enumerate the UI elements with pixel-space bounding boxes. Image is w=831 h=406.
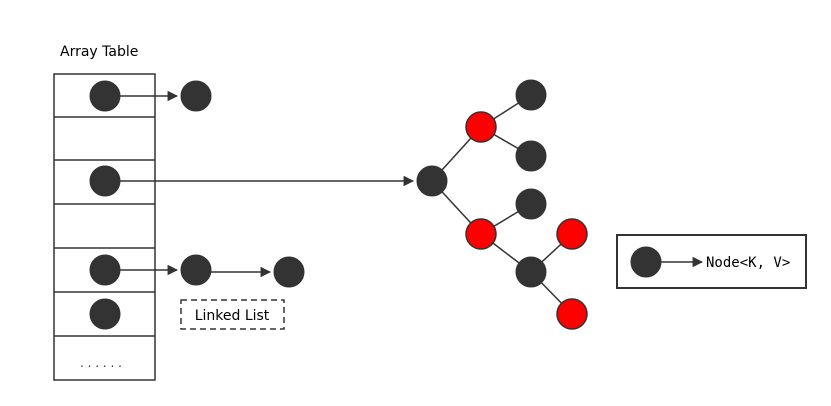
legend-node [630, 246, 662, 278]
bucket-node [89, 80, 121, 112]
tree-node-black [515, 140, 547, 172]
tree-node-red [465, 111, 497, 143]
bucket-node [89, 298, 121, 330]
red-black-tree [416, 79, 588, 330]
linked-list-dashed-frame [180, 299, 285, 330]
bucket-node [89, 254, 121, 286]
tree-node-black [515, 188, 547, 220]
tree-node-red [556, 298, 588, 330]
list-node [273, 256, 305, 288]
array-table-frame [53, 73, 156, 381]
tree-node-black [515, 79, 547, 111]
bucket-node [89, 165, 121, 197]
tree-root-node [416, 165, 448, 197]
linked-list-label: Linked List [195, 308, 270, 324]
tree-node-red [556, 218, 588, 250]
linked-list-label-box: Linked List [180, 299, 285, 330]
array-table-title: Array Table [60, 44, 138, 60]
array-ellipsis: . . . . . . [80, 356, 122, 370]
tree-node-black [515, 256, 547, 288]
list-node [180, 254, 212, 286]
list-node [180, 80, 212, 112]
array-table: . . . . . . [53, 73, 156, 381]
legend-label: Node<K, V> [706, 255, 790, 271]
node-legend: Node<K, V> [616, 234, 807, 289]
tree-node-red [465, 218, 497, 250]
legend-frame [616, 234, 807, 289]
